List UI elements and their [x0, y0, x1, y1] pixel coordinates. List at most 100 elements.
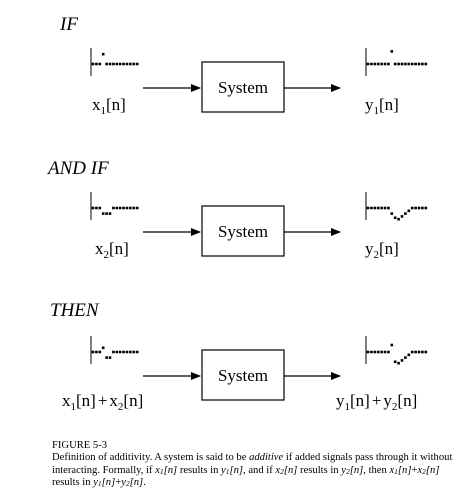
- signal-sample: [397, 62, 400, 66]
- figure-label: FIGURE 5-3: [52, 440, 108, 451]
- signal-sample: [115, 206, 119, 210]
- signal-sample: [410, 62, 414, 66]
- input-label: x1[n]+x2[n]: [62, 391, 143, 413]
- signal-sample: [91, 62, 95, 66]
- signal-sample: [414, 206, 417, 210]
- signal-sample: [407, 209, 411, 213]
- signal-sample: [108, 356, 112, 359]
- signal-sample: [373, 206, 377, 210]
- input-signal-samples: [91, 346, 139, 359]
- input-signal-plot: [90, 192, 139, 220]
- signal-sample: [383, 350, 387, 354]
- signal-sample: [370, 206, 373, 210]
- system-box: [201, 205, 285, 257]
- input-signal-plot: [90, 336, 139, 364]
- signal-sample: [91, 350, 95, 354]
- signal-sample: [115, 350, 119, 354]
- signal-sample: [383, 62, 387, 66]
- signal-sample: [370, 350, 373, 354]
- row-heading: THEN: [50, 300, 100, 321]
- signal-sample: [112, 206, 115, 210]
- signal-sample: [414, 350, 417, 354]
- output-signal-plot: [365, 336, 428, 365]
- input-label: x1[n]: [92, 95, 126, 117]
- input-signal-samples: [91, 206, 139, 215]
- signal-sample: [112, 350, 115, 354]
- signal-sample: [95, 62, 98, 66]
- signal-sample: [105, 356, 108, 359]
- signal-sample: [410, 206, 414, 210]
- row-heading: AND IF: [46, 158, 109, 179]
- system-label: System: [218, 366, 268, 385]
- signal-sample: [393, 360, 397, 364]
- signal-sample: [122, 350, 125, 354]
- signal-sample: [366, 206, 370, 210]
- signal-sample: [417, 206, 421, 210]
- signal-sample: [129, 206, 132, 210]
- output-signal-samples: [366, 206, 428, 221]
- output-label: y1[n]: [365, 95, 399, 117]
- signal-sample: [108, 212, 112, 215]
- signal-sample: [129, 62, 132, 66]
- signal-sample: [101, 212, 105, 215]
- system-box: [201, 61, 285, 113]
- signal-sample: [112, 62, 115, 66]
- signal-sample: [366, 62, 370, 66]
- output-label: y1[n]+y2[n]: [336, 391, 417, 413]
- row-if: IF x1[n] System y1[n]: [59, 14, 428, 117]
- signal-sample: [410, 350, 414, 354]
- signal-sample: [400, 215, 404, 218]
- signal-sample: [122, 206, 125, 210]
- signal-sample: [383, 206, 387, 210]
- signal-sample: [115, 62, 119, 66]
- signal-sample: [421, 62, 424, 66]
- signal-sample: [421, 350, 424, 354]
- signal-sample: [407, 62, 411, 66]
- signal-sample: [132, 350, 136, 354]
- system-box: [201, 349, 285, 401]
- signal-sample: [135, 206, 139, 210]
- input-signal-samples: [91, 52, 139, 66]
- signal-sample: [132, 62, 136, 66]
- input-signal-plot: [90, 48, 139, 76]
- signal-sample: [373, 62, 377, 66]
- signal-sample: [122, 62, 125, 66]
- signal-sample: [390, 343, 394, 347]
- signal-sample: [118, 62, 122, 66]
- signal-sample: [417, 62, 421, 66]
- system-label: System: [218, 78, 268, 97]
- signal-sample: [135, 350, 139, 354]
- signal-sample: [393, 62, 397, 66]
- signal-sample: [390, 50, 394, 53]
- signal-sample: [101, 52, 105, 56]
- row-heading: IF: [59, 14, 78, 35]
- signal-sample: [380, 206, 383, 210]
- signal-sample: [397, 361, 400, 365]
- signal-sample: [118, 350, 122, 354]
- signal-sample: [105, 212, 108, 215]
- signal-sample: [125, 62, 129, 66]
- signal-sample: [95, 350, 98, 354]
- signal-sample: [393, 216, 397, 220]
- signal-sample: [129, 350, 132, 354]
- signal-sample: [132, 206, 136, 210]
- signal-sample: [376, 62, 380, 66]
- output-signal-plot: [365, 48, 428, 76]
- output-signal-samples: [366, 343, 428, 365]
- signal-sample: [108, 62, 112, 66]
- signal-sample: [400, 62, 404, 66]
- signal-sample: [397, 217, 400, 221]
- signal-sample: [376, 206, 380, 210]
- signal-sample: [98, 350, 102, 354]
- signal-sample: [118, 206, 122, 210]
- signal-sample: [407, 353, 411, 357]
- signal-sample: [91, 206, 95, 210]
- signal-sample: [421, 206, 424, 210]
- signal-sample: [125, 350, 129, 354]
- signal-sample: [95, 206, 98, 210]
- output-label: y2[n]: [365, 239, 399, 261]
- signal-sample: [376, 350, 380, 354]
- signal-sample: [373, 350, 377, 354]
- signal-sample: [135, 62, 139, 66]
